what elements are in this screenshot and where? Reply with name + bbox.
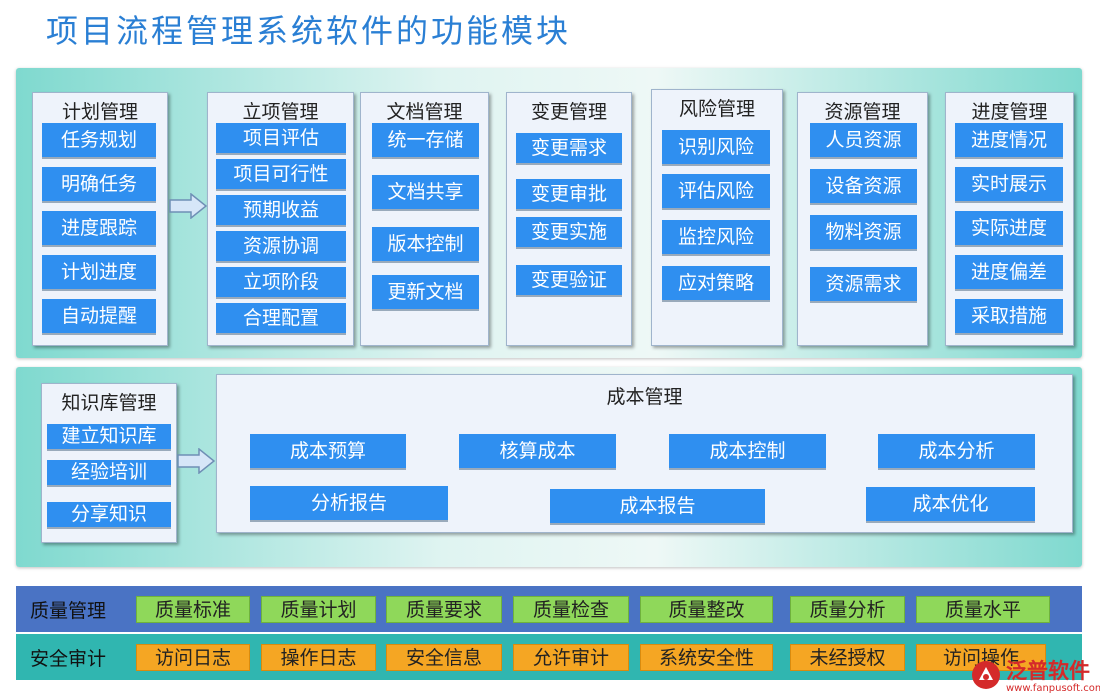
module-title: 知识库管理: [61, 392, 157, 414]
module-title: 进度管理: [971, 101, 1048, 123]
plan-item-2[interactable]: 明确任务: [42, 167, 156, 203]
change-item-1[interactable]: 变更需求: [516, 133, 622, 165]
logo-mark-icon: [972, 661, 1000, 689]
initiation-item-5[interactable]: 立项阶段: [216, 267, 346, 299]
knowledge-item-3[interactable]: 分享知识: [47, 502, 171, 529]
module-document: 文档管理 统一存储 文档共享 版本控制 更新文档: [360, 92, 489, 346]
cost-item-2[interactable]: 核算成本: [459, 434, 616, 470]
module-plan: 计划管理 任务规划 明确任务 进度跟踪 计划进度 自动提醒: [32, 92, 168, 346]
knowledge-item-2[interactable]: 经验培训: [47, 460, 171, 487]
progress-item-4[interactable]: 进度偏差: [955, 255, 1063, 291]
security-chip-5[interactable]: 系统安全性: [640, 644, 773, 671]
flow-arrow-icon: [177, 448, 215, 474]
progress-item-5[interactable]: 采取措施: [955, 299, 1063, 335]
progress-item-1[interactable]: 进度情况: [955, 123, 1063, 159]
module-title: 风险管理: [678, 98, 755, 120]
quality-chip-3[interactable]: 质量要求: [386, 596, 502, 623]
cost-item-7[interactable]: 成本优化: [866, 487, 1035, 523]
quality-chip-5[interactable]: 质量整改: [640, 596, 773, 623]
security-chip-1[interactable]: 访问日志: [136, 644, 250, 671]
module-cost: 成本管理 成本预算 核算成本 成本控制 成本分析 分析报告 成本报告 成本优化: [216, 374, 1073, 533]
cost-item-5[interactable]: 分析报告: [250, 486, 448, 522]
security-bar: 安全审计 访问日志 操作日志 安全信息 允许审计 系统安全性 未经授权 访问操作: [16, 634, 1082, 680]
initiation-item-3[interactable]: 预期收益: [216, 195, 346, 227]
document-item-2[interactable]: 文档共享: [372, 175, 479, 211]
security-chip-3[interactable]: 安全信息: [386, 644, 502, 671]
knowledge-item-1[interactable]: 建立知识库: [47, 424, 171, 451]
quality-label: 质量管理: [30, 600, 107, 622]
quality-chip-6[interactable]: 质量分析: [790, 596, 905, 623]
module-initiation: 立项管理 项目评估 项目可行性 预期收益 资源协调 立项阶段 合理配置: [207, 92, 354, 346]
module-title: 立项管理: [242, 101, 319, 123]
logo-url: www.fanpusoft.com: [1006, 683, 1100, 694]
module-title: 成本管理: [606, 386, 683, 408]
cost-item-3[interactable]: 成本控制: [669, 434, 826, 470]
initiation-item-1[interactable]: 项目评估: [216, 123, 346, 155]
cost-item-6[interactable]: 成本报告: [550, 489, 765, 525]
quality-bar: 质量管理 质量标准 质量计划 质量要求 质量检查 质量整改 质量分析 质量水平: [16, 586, 1082, 632]
logo-name: 泛普软件: [1006, 659, 1090, 683]
resource-item-2[interactable]: 设备资源: [810, 169, 917, 205]
security-chip-2[interactable]: 操作日志: [261, 644, 376, 671]
initiation-item-2[interactable]: 项目可行性: [216, 159, 346, 191]
security-chip-4[interactable]: 允许审计: [513, 644, 629, 671]
security-chip-6[interactable]: 未经授权: [790, 644, 905, 671]
risk-item-2[interactable]: 评估风险: [662, 174, 770, 210]
document-item-1[interactable]: 统一存储: [372, 123, 479, 159]
resource-item-4[interactable]: 资源需求: [810, 267, 917, 303]
quality-chip-7[interactable]: 质量水平: [916, 596, 1050, 623]
document-item-4[interactable]: 更新文档: [372, 275, 479, 311]
module-knowledge: 知识库管理 建立知识库 经验培训 分享知识: [41, 383, 177, 543]
risk-item-1[interactable]: 识别风险: [662, 130, 770, 166]
module-change: 变更管理 变更需求 变更审批 变更实施 变更验证: [506, 92, 632, 346]
progress-item-2[interactable]: 实时展示: [955, 167, 1063, 203]
plan-item-4[interactable]: 计划进度: [42, 255, 156, 291]
risk-item-4[interactable]: 应对策略: [662, 266, 770, 302]
module-title: 变更管理: [530, 101, 607, 123]
cost-item-1[interactable]: 成本预算: [250, 434, 406, 470]
change-item-4[interactable]: 变更验证: [516, 265, 622, 297]
resource-item-1[interactable]: 人员资源: [810, 123, 917, 159]
change-item-2[interactable]: 变更审批: [516, 179, 622, 211]
module-risk: 风险管理 识别风险 评估风险 监控风险 应对策略: [651, 89, 783, 346]
plan-item-1[interactable]: 任务规划: [42, 123, 156, 159]
quality-chip-4[interactable]: 质量检查: [513, 596, 629, 623]
risk-item-3[interactable]: 监控风险: [662, 220, 770, 256]
module-title: 文档管理: [386, 101, 463, 123]
flow-arrow-icon: [169, 193, 207, 219]
module-title: 资源管理: [824, 101, 901, 123]
initiation-item-6[interactable]: 合理配置: [216, 303, 346, 335]
quality-chip-1[interactable]: 质量标准: [136, 596, 250, 623]
module-resource: 资源管理 人员资源 设备资源 物料资源 资源需求: [797, 92, 928, 346]
cost-item-4[interactable]: 成本分析: [878, 434, 1035, 470]
brand-logo: 泛普软件 www.fanpusoft.com: [966, 655, 1100, 697]
initiation-item-4[interactable]: 资源协调: [216, 231, 346, 263]
document-item-3[interactable]: 版本控制: [372, 227, 479, 263]
plan-item-5[interactable]: 自动提醒: [42, 299, 156, 335]
change-item-3[interactable]: 变更实施: [516, 217, 622, 249]
resource-item-3[interactable]: 物料资源: [810, 215, 917, 251]
progress-item-3[interactable]: 实际进度: [955, 211, 1063, 247]
module-progress: 进度管理 进度情况 实时展示 实际进度 进度偏差 采取措施: [945, 92, 1074, 346]
page-title: 项目流程管理系统软件的功能模块: [46, 12, 572, 50]
security-label: 安全审计: [30, 648, 107, 670]
plan-item-3[interactable]: 进度跟踪: [42, 211, 156, 247]
module-title: 计划管理: [61, 101, 138, 123]
quality-chip-2[interactable]: 质量计划: [261, 596, 376, 623]
